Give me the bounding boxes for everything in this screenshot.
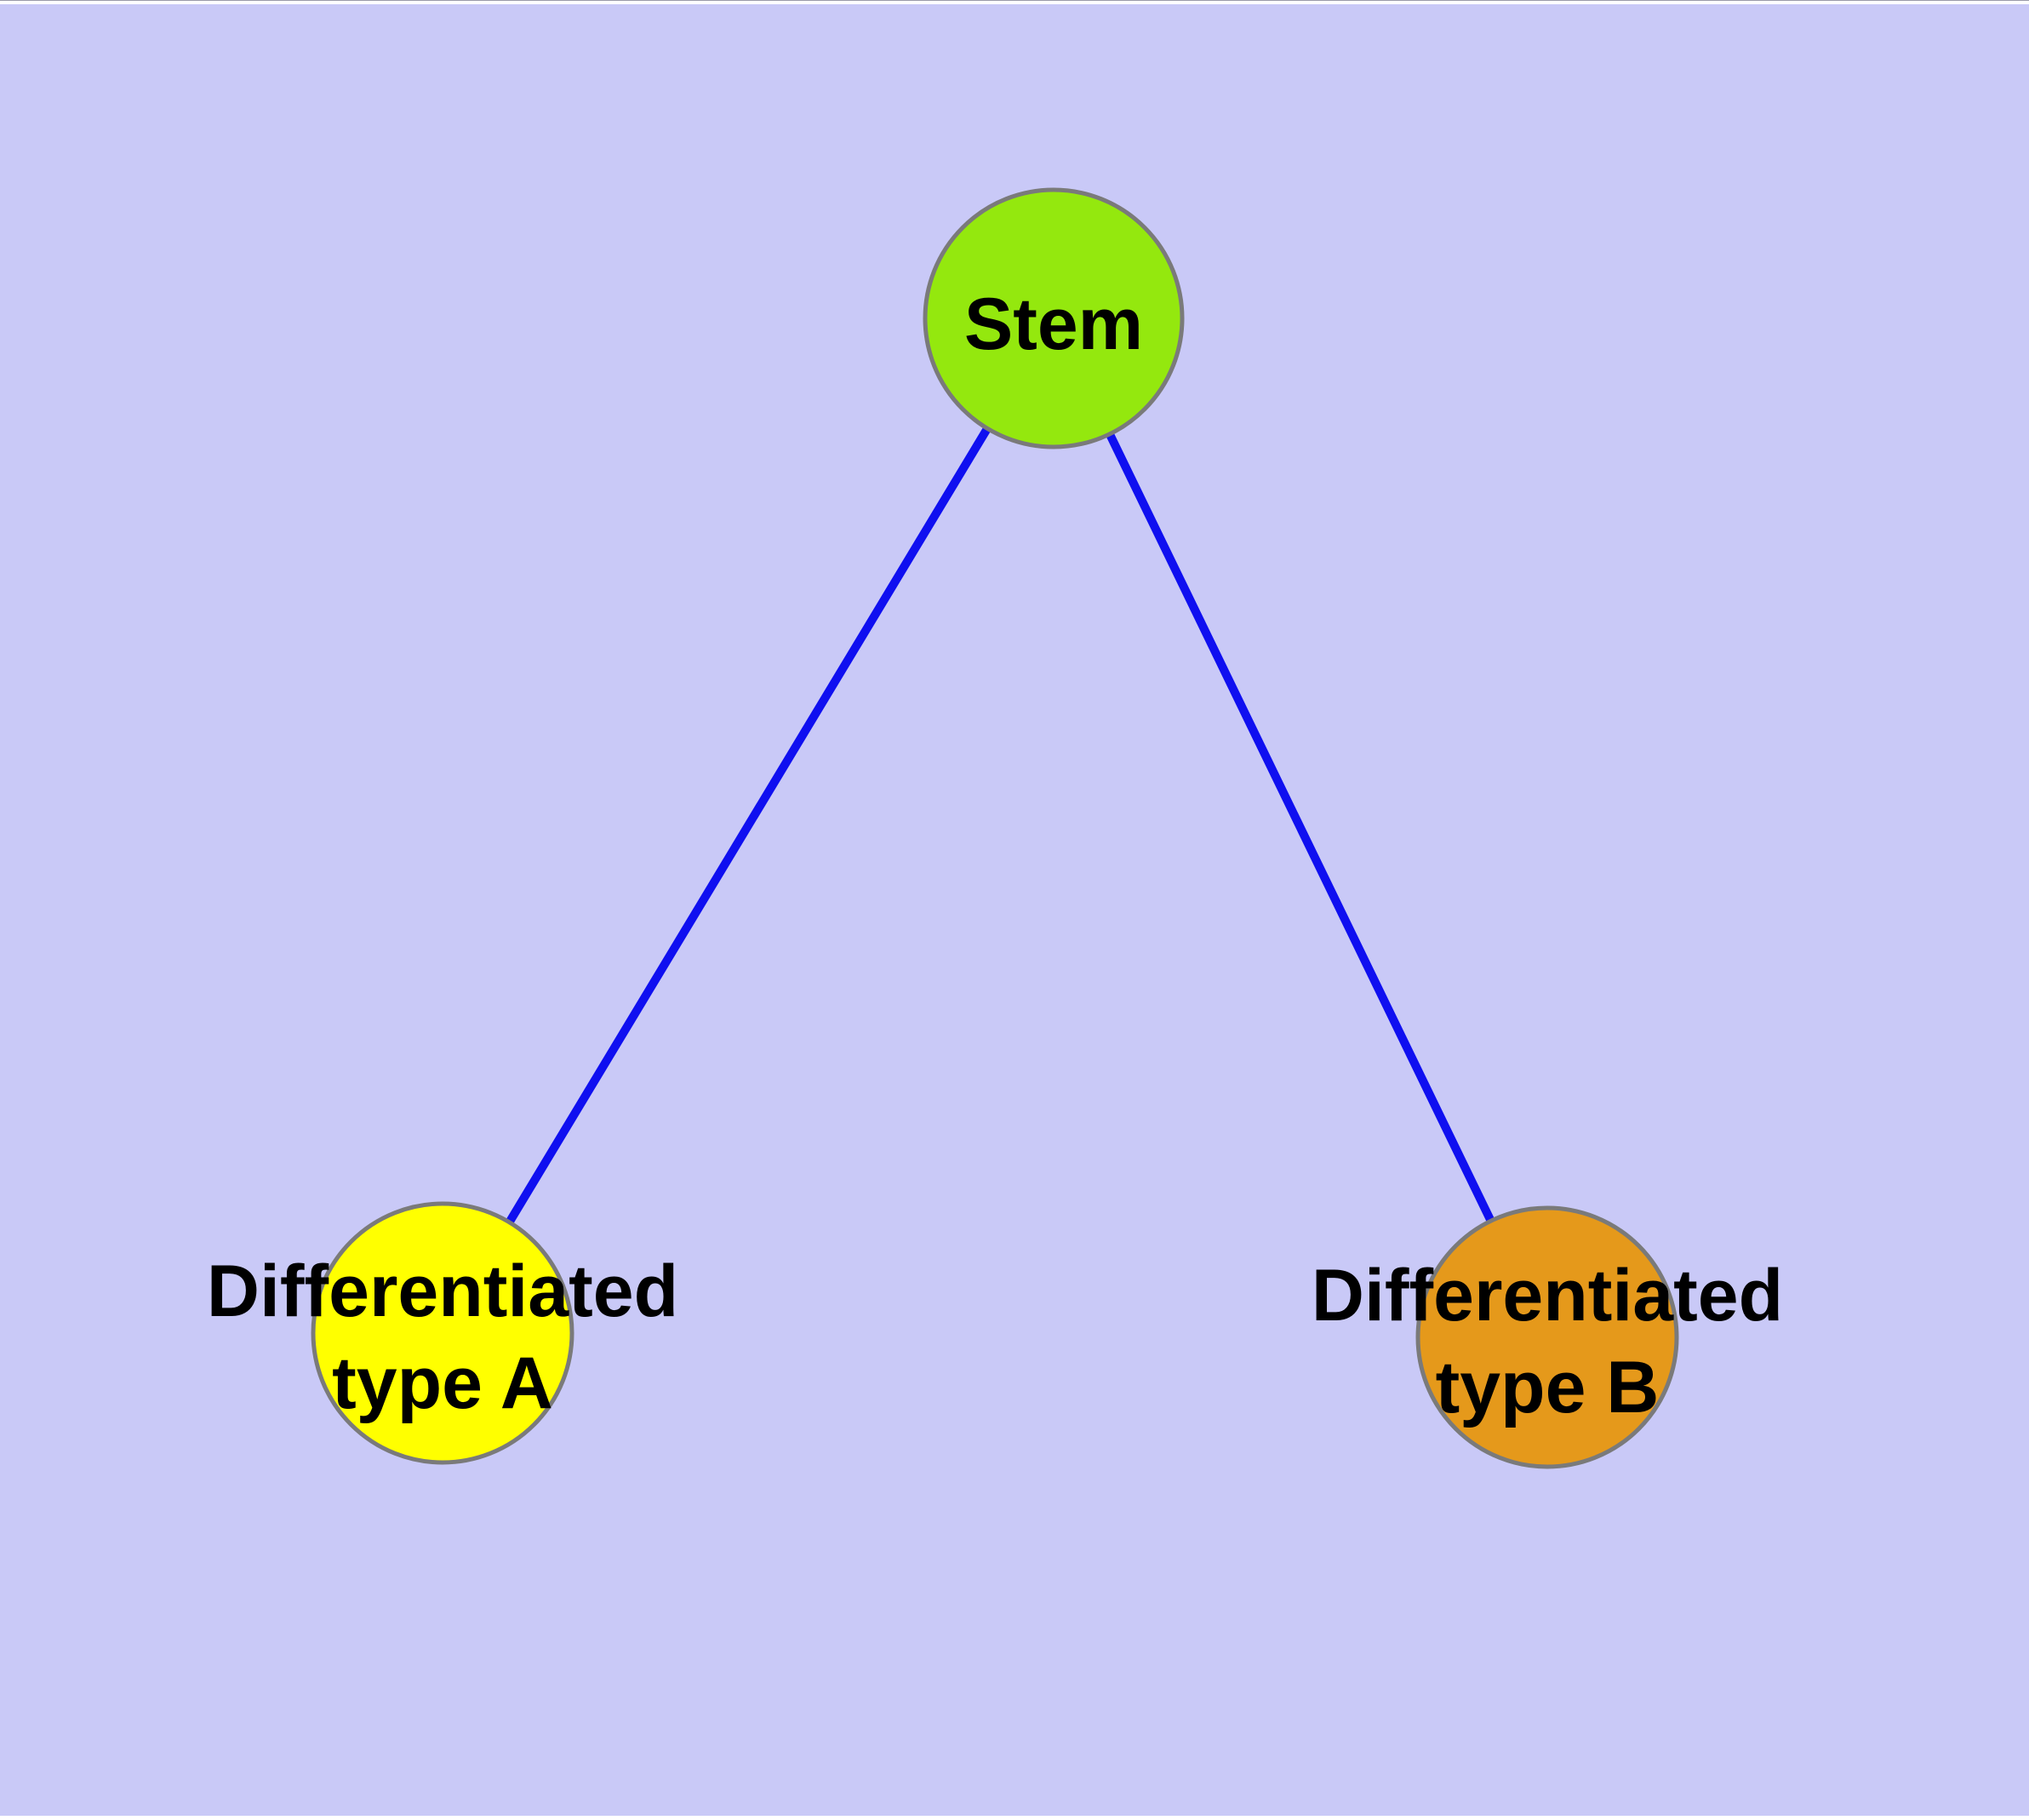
node-stem [923,187,1185,449]
bottom-margin [0,1816,2029,1820]
node-type-a [311,1201,574,1465]
node-label-type-b-line1: Differentiated [1312,1255,1783,1336]
node-label-type-a: Differentiated type A [207,1251,678,1424]
node-label-stem: Stem [964,283,1143,365]
node-label-stem-line1: Stem [964,283,1143,365]
nodes-layer [311,187,1679,1469]
edge-stem-type-b [1049,316,1552,1340]
node-label-type-a-line2: type A [332,1342,553,1424]
node-label-type-b: Differentiated type B [1312,1255,1783,1428]
node-label-type-b-line2: type B [1436,1347,1660,1428]
edge-stem-type-a [438,316,1058,1336]
node-label-type-a-line1: Differentiated [207,1251,678,1332]
edges-layer [438,316,1552,1340]
top-margin [0,0,2029,5]
node-type-b [1415,1205,1679,1469]
